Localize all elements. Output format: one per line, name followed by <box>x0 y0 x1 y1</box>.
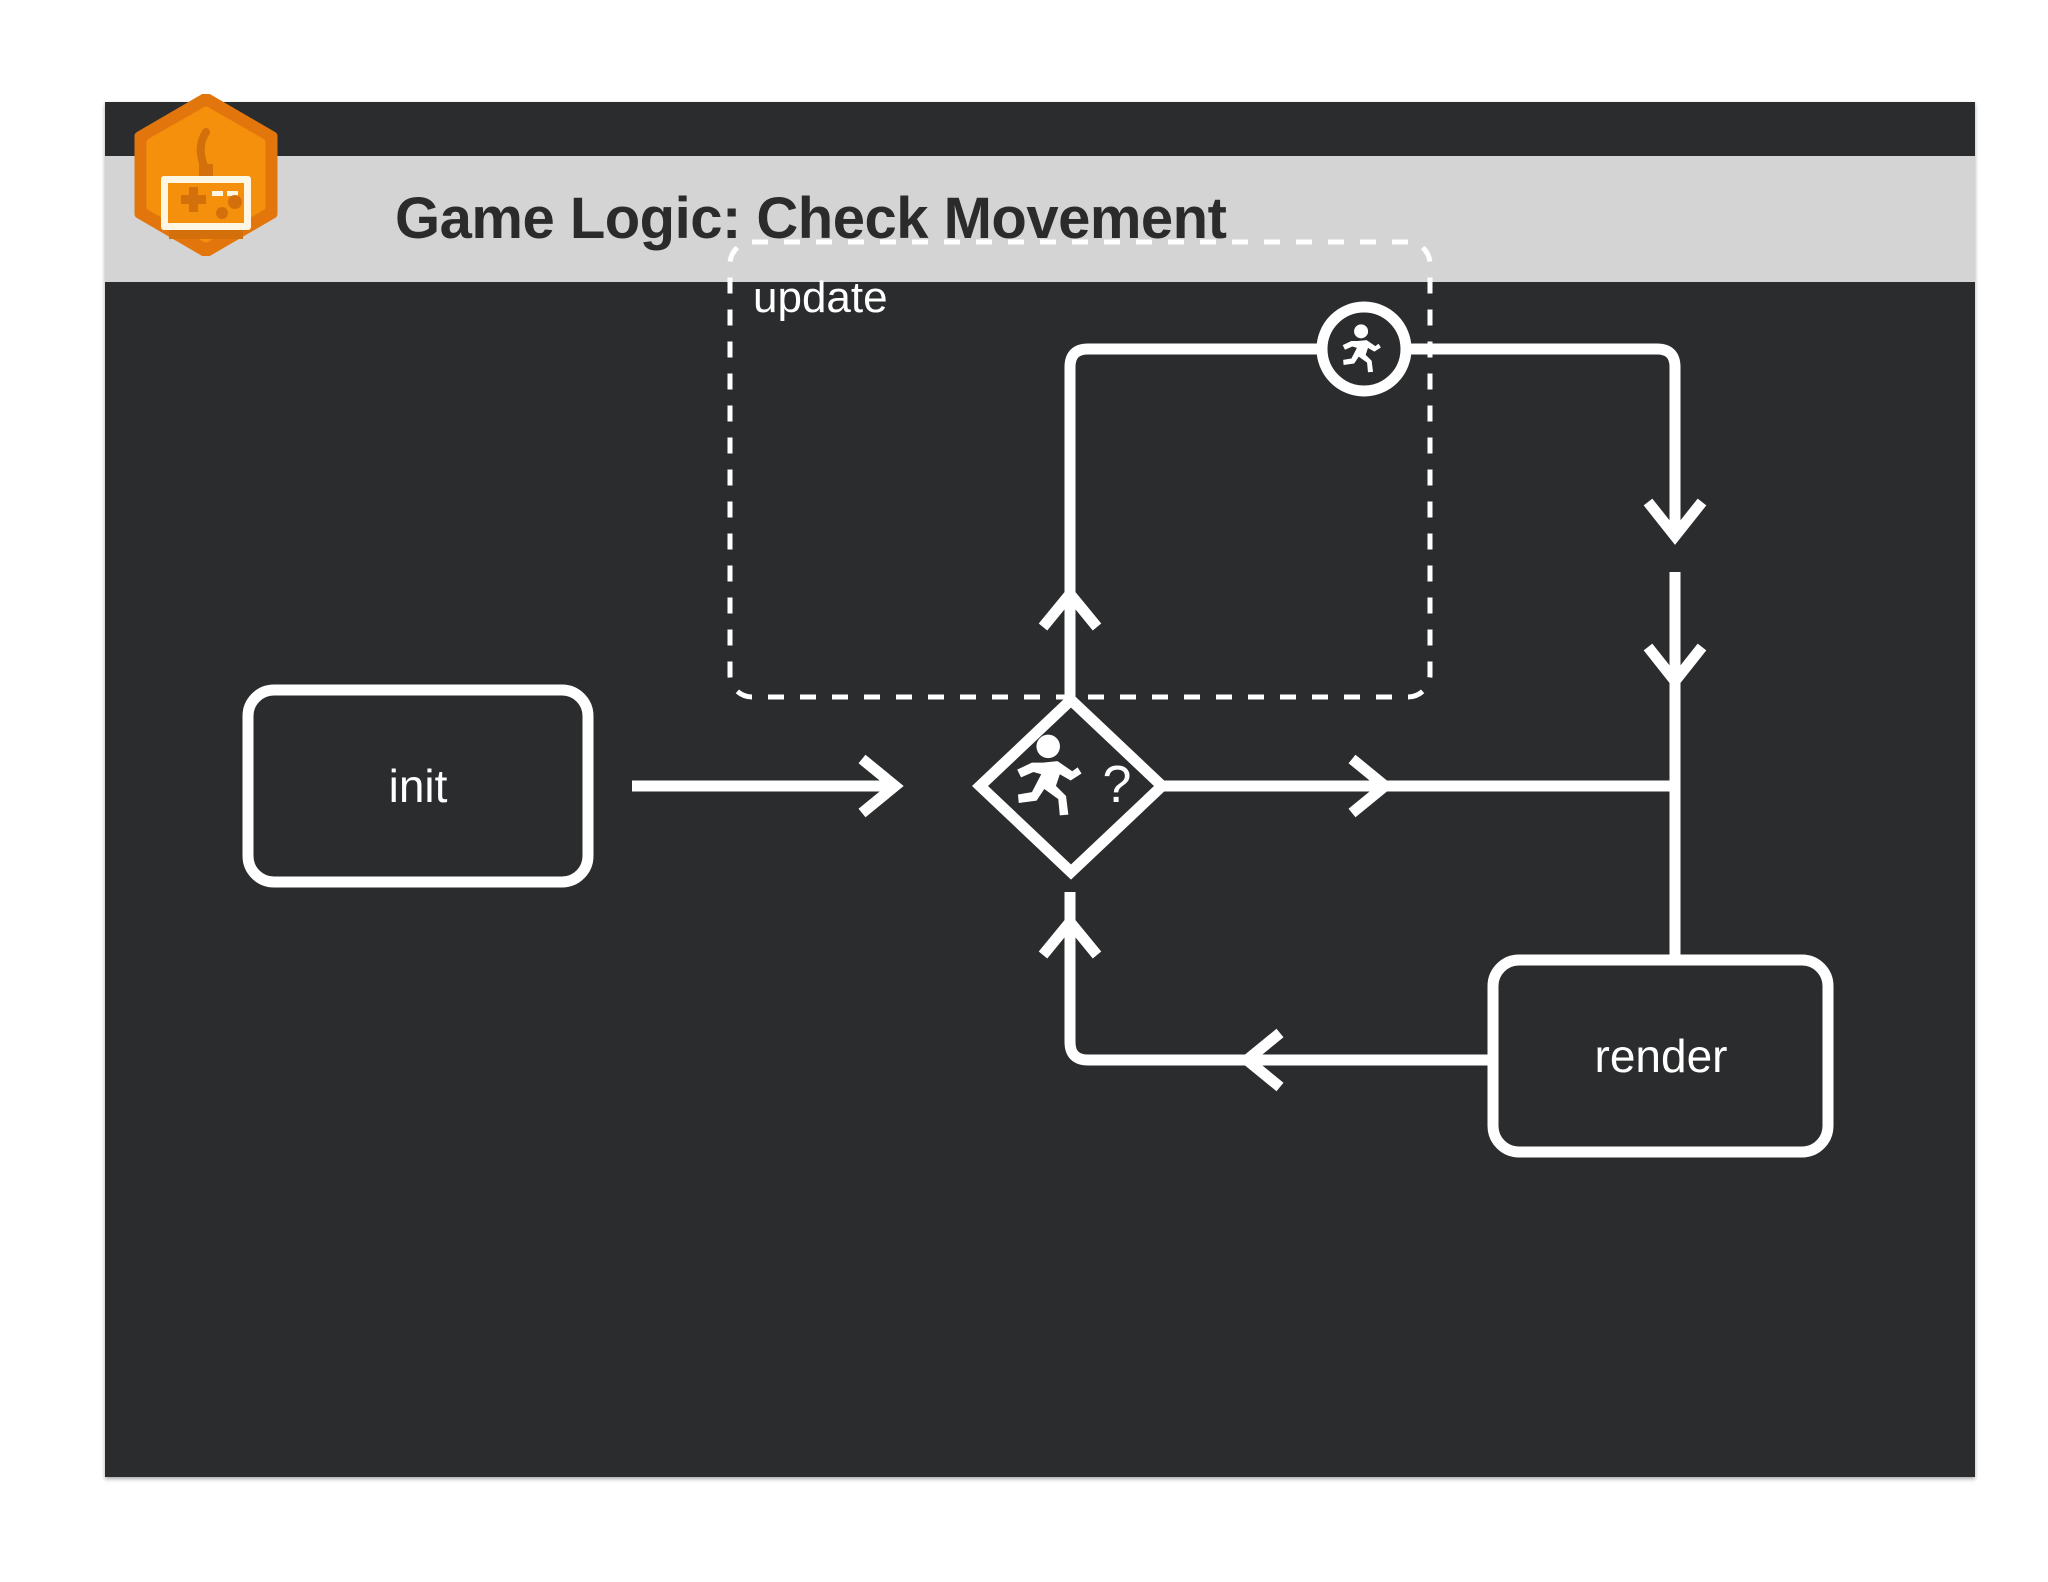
start-button-icon <box>227 191 238 196</box>
edge-decision-to-loop <box>1064 343 1681 700</box>
gamepad-base <box>169 230 243 239</box>
running-person-icon <box>1017 734 1082 816</box>
edge-render-to-decision-arrowhead-left <box>1238 1028 1284 1092</box>
node-render-label: render <box>1595 1030 1728 1082</box>
edge-loop-to-render-arrowhead-lower <box>1643 643 1707 690</box>
slide-header-band: Game Logic: Check Movement <box>105 156 1975 282</box>
edge-render-to-decision-arrowhead-up <box>1038 913 1102 959</box>
edge-init-to-decision-arrowhead <box>858 754 904 818</box>
node-decision-question-mark: ? <box>1103 756 1132 814</box>
page-title: Game Logic: Check Movement <box>395 186 1227 251</box>
dpad-icon <box>181 187 206 212</box>
edge-decision-to-render-arrowhead <box>1348 754 1394 818</box>
node-render[interactable] <box>1487 954 1834 1158</box>
flowchart-diagram: update init ? <box>242 239 1834 1158</box>
edge-loop-to-render-arrowhead-upper <box>1643 498 1707 545</box>
running-person-icon-circle <box>1342 324 1381 373</box>
node-init-label: init <box>389 760 448 812</box>
node-init[interactable] <box>242 684 594 888</box>
select-button-icon <box>212 191 223 196</box>
edge-decision-to-loop-arrowhead <box>1038 585 1102 631</box>
update-group-label: update <box>753 273 888 322</box>
node-decision[interactable] <box>971 692 1171 880</box>
slide-canvas: Game Logic: Check Movement update <box>105 94 1975 1477</box>
cable-plug-icon <box>199 164 213 178</box>
action-button-b-icon <box>216 207 228 219</box>
gamepad-badge-logo <box>134 94 278 256</box>
update-group-box <box>727 239 1433 700</box>
edge-render-to-decision <box>1064 892 1493 1066</box>
action-button-a-icon <box>228 195 242 209</box>
